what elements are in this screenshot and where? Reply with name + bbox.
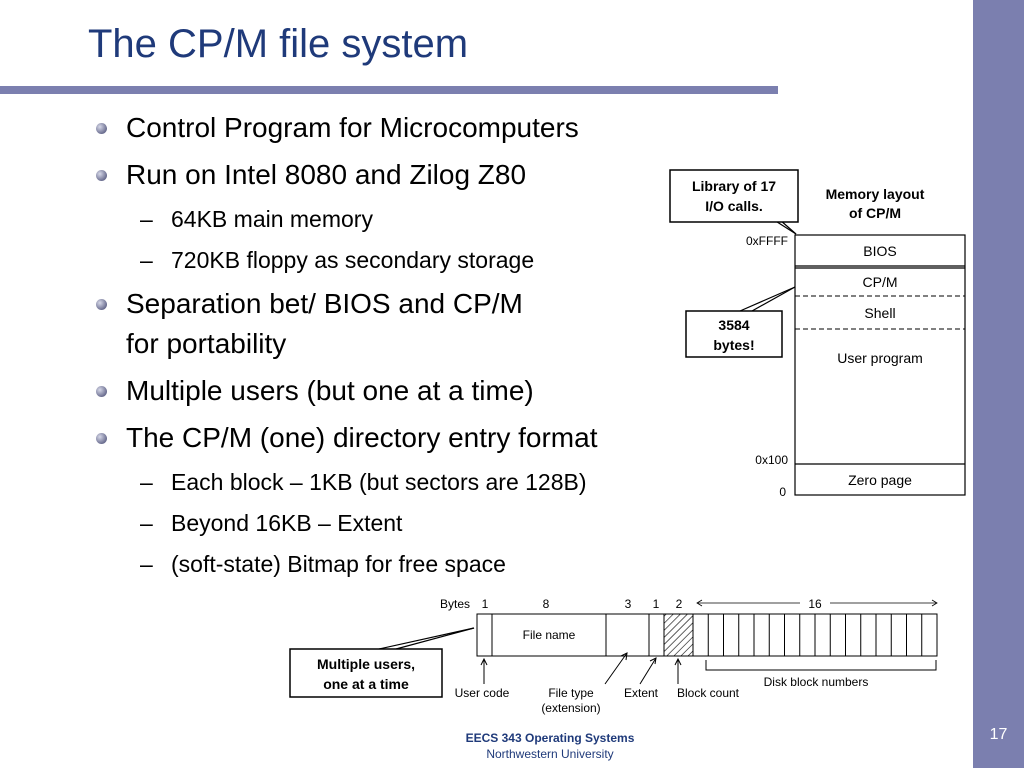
bytes-pointer bbox=[739, 286, 796, 312]
address-0x100: 0x100 bbox=[755, 453, 788, 467]
memory-layout-title-line2: of CP/M bbox=[849, 205, 901, 221]
label-disk-blocks: Disk block numbers bbox=[764, 675, 869, 689]
field-size-labels: 1 8 3 1 2 16 bbox=[482, 597, 822, 611]
slide-footer: EECS 343 Operating Systems Northwestern … bbox=[380, 730, 720, 762]
slide-number: 17 bbox=[989, 726, 1008, 743]
memory-layout-title: Memory layout bbox=[826, 186, 925, 202]
memory-region-shell: Shell bbox=[864, 305, 895, 321]
size-user-code: 1 bbox=[482, 597, 489, 611]
address-zero: 0 bbox=[779, 485, 786, 499]
label-file-type-extension: (extension) bbox=[541, 701, 600, 715]
dash-icon: – bbox=[140, 469, 153, 495]
dash-icon: – bbox=[140, 247, 153, 273]
address-top: 0xFFFF bbox=[746, 234, 788, 248]
sidebar-band bbox=[973, 0, 1024, 768]
bullet-item: Control Program for Microcomputers bbox=[96, 108, 716, 148]
dash-icon: – bbox=[140, 551, 153, 577]
slide-title: The CP/M file system bbox=[88, 22, 469, 66]
sub-bullet-item: –720KB floppy as secondary storage bbox=[96, 243, 716, 277]
bullet-dot-icon bbox=[96, 299, 107, 310]
label-file-type: File type bbox=[548, 686, 594, 700]
users-pointer bbox=[378, 627, 475, 650]
field-labels: User code File type (extension) Extent B… bbox=[455, 675, 869, 715]
label-block-count: Block count bbox=[677, 686, 740, 700]
sub-bullet-item: –Beyond 16KB – Extent bbox=[96, 506, 716, 540]
bytes-callout-line2: bytes! bbox=[713, 337, 754, 353]
library-callout-line2: I/O calls. bbox=[705, 198, 763, 214]
bullet-dot-icon bbox=[96, 123, 107, 134]
sub-bullet-item: –Each block – 1KB (but sectors are 128B) bbox=[96, 465, 716, 499]
file-name-field: File name bbox=[523, 628, 576, 642]
size-file-name: 8 bbox=[543, 597, 550, 611]
size-extent: 1 bbox=[653, 597, 660, 611]
bullet-item: Run on Intel 8080 and Zilog Z80 bbox=[96, 155, 716, 195]
label-extent: Extent bbox=[624, 686, 659, 700]
size-disk-blocks: 16 bbox=[808, 597, 822, 611]
bytes-callout bbox=[685, 310, 783, 358]
library-callout bbox=[669, 169, 799, 223]
disk-block-cells bbox=[707, 614, 923, 656]
memory-region-cpm: CP/M bbox=[863, 274, 898, 290]
bullet-dot-icon bbox=[96, 386, 107, 397]
dash-icon: – bbox=[140, 510, 153, 536]
memory-region-bios: BIOS bbox=[863, 243, 896, 259]
field-pointer-arrows bbox=[480, 652, 937, 685]
bytes-callout-line1: 3584 bbox=[718, 317, 749, 333]
sub-bullet-item: –(soft-state) Bitmap for free space bbox=[96, 547, 716, 581]
bullet-dot-icon bbox=[96, 433, 107, 444]
label-user-code: User code bbox=[455, 686, 510, 700]
users-callout bbox=[289, 648, 443, 698]
sub-bullet-item: –64KB main memory bbox=[96, 202, 716, 236]
users-callout-line1: Multiple users, bbox=[317, 656, 415, 672]
size-block-count: 2 bbox=[676, 597, 683, 611]
footer-university: Northwestern University bbox=[486, 747, 614, 761]
bytes-label: Bytes bbox=[440, 597, 470, 611]
dash-icon: – bbox=[140, 206, 153, 232]
memory-region-user-program: User program bbox=[837, 350, 923, 366]
bullet-dot-icon bbox=[96, 170, 107, 181]
footer-course: EECS 343 Operating Systems bbox=[465, 731, 635, 745]
users-callout-line2: one at a time bbox=[323, 676, 409, 692]
memory-region-zero-page: Zero page bbox=[848, 472, 912, 488]
library-callout-line1: Library of 17 bbox=[692, 178, 776, 194]
bullet-item: Multiple users (but one at a time) bbox=[96, 371, 716, 411]
memory-column bbox=[794, 234, 966, 496]
size-file-type: 3 bbox=[625, 597, 632, 611]
bullet-item: The CP/M (one) directory entry format bbox=[96, 418, 716, 458]
title-underline bbox=[0, 86, 778, 94]
bullet-list: Control Program for Microcomputers Run o… bbox=[96, 108, 716, 588]
